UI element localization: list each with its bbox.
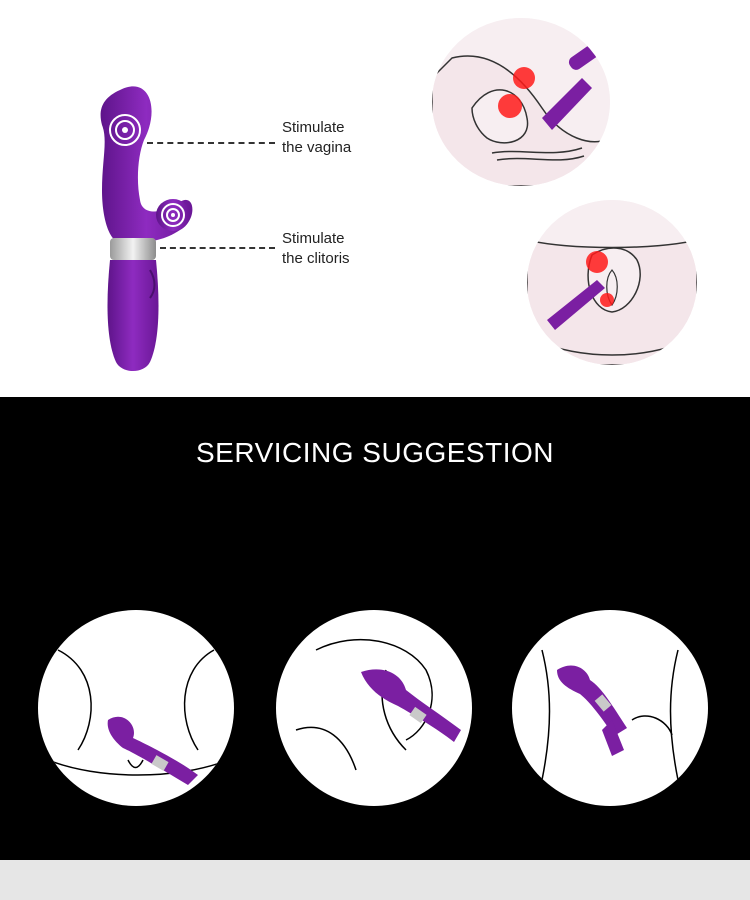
usage-position-1-image — [38, 610, 234, 806]
section-title: SERVICING SUGGESTION — [196, 437, 554, 468]
vagina-callout-label: Stimulate the vagina — [282, 119, 352, 156]
clitoris-callout-line — [160, 247, 275, 249]
vagina-callout-line — [147, 142, 275, 144]
vibrator-product-image — [100, 86, 193, 371]
footer-strip — [0, 860, 750, 900]
product-diagram-section: Stimulate the vagina Stimulate the clito… — [0, 0, 750, 397]
anatomy-front-view-image — [527, 200, 697, 365]
vagina-target-icon — [109, 114, 141, 146]
clitoris-callout-label: Stimulate the clitoris — [282, 230, 350, 267]
clitoris-target-icon — [161, 203, 185, 227]
usage-position-2-image — [276, 610, 472, 806]
usage-position-3-image — [512, 610, 708, 806]
servicing-suggestion-section: SERVICING SUGGESTION — [0, 397, 750, 860]
anatomy-side-view-image — [432, 18, 610, 186]
